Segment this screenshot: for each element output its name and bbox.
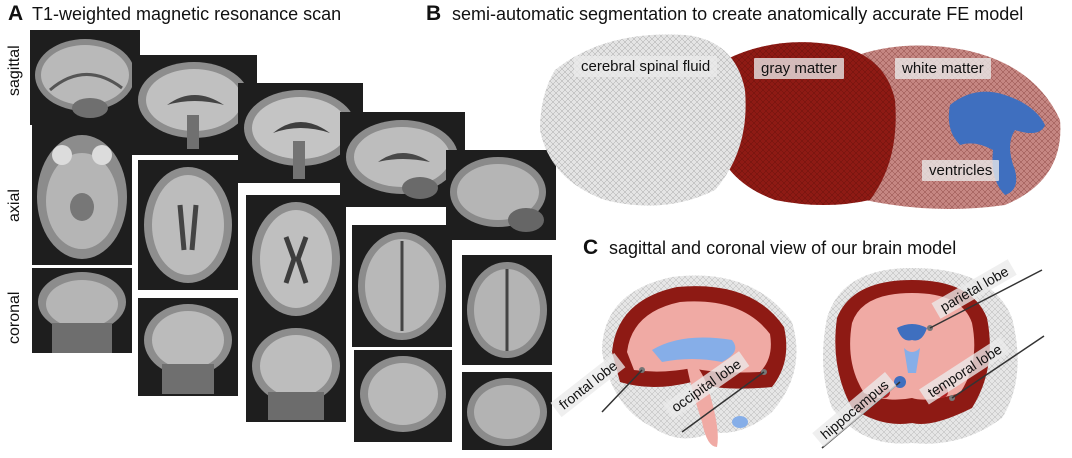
mri-axial-1 xyxy=(32,125,132,265)
mri-sagittal-4 xyxy=(340,112,465,207)
mri-sagittal-5 xyxy=(446,150,556,240)
row-label-axial: axial xyxy=(6,189,23,222)
mri-coronal-5 xyxy=(462,372,552,450)
panel-a-letter: A xyxy=(8,2,24,25)
label-cerebral-spinal-fluid: cerebral spinal fluid xyxy=(574,56,718,77)
mri-coronal-3 xyxy=(246,322,346,422)
mri-axial-3 xyxy=(246,195,346,323)
sagittal-brain-view xyxy=(601,275,797,447)
panel-a-title: T1-weighted magnetic resonance scan xyxy=(32,4,342,24)
mri-sagittal-2 xyxy=(132,55,257,155)
panel-b-letter: B xyxy=(426,2,442,25)
label-ventricles: ventricles xyxy=(922,160,1000,181)
mri-coronal-4 xyxy=(354,350,452,442)
panel-c-title: sagittal and coronal view of our brain m… xyxy=(609,238,957,258)
row-label-sagittal: sagittal xyxy=(6,45,23,96)
brain-segmentation-model xyxy=(540,34,1061,209)
mri-coronal-1 xyxy=(32,268,132,353)
label-white-matter: white matter xyxy=(895,58,991,79)
mri-sagittal-1 xyxy=(30,30,140,125)
label-gray-matter: gray matter xyxy=(754,58,844,79)
row-label-coronal: coronal xyxy=(6,291,23,344)
mri-axial-4 xyxy=(352,225,452,347)
mri-coronal-2 xyxy=(138,298,238,396)
panel-c-letter: C xyxy=(583,236,599,259)
mri-axial-2 xyxy=(138,160,238,290)
panel-b-title: semi-automatic segmentation to create an… xyxy=(452,4,1024,24)
mri-axial-5 xyxy=(462,255,552,365)
